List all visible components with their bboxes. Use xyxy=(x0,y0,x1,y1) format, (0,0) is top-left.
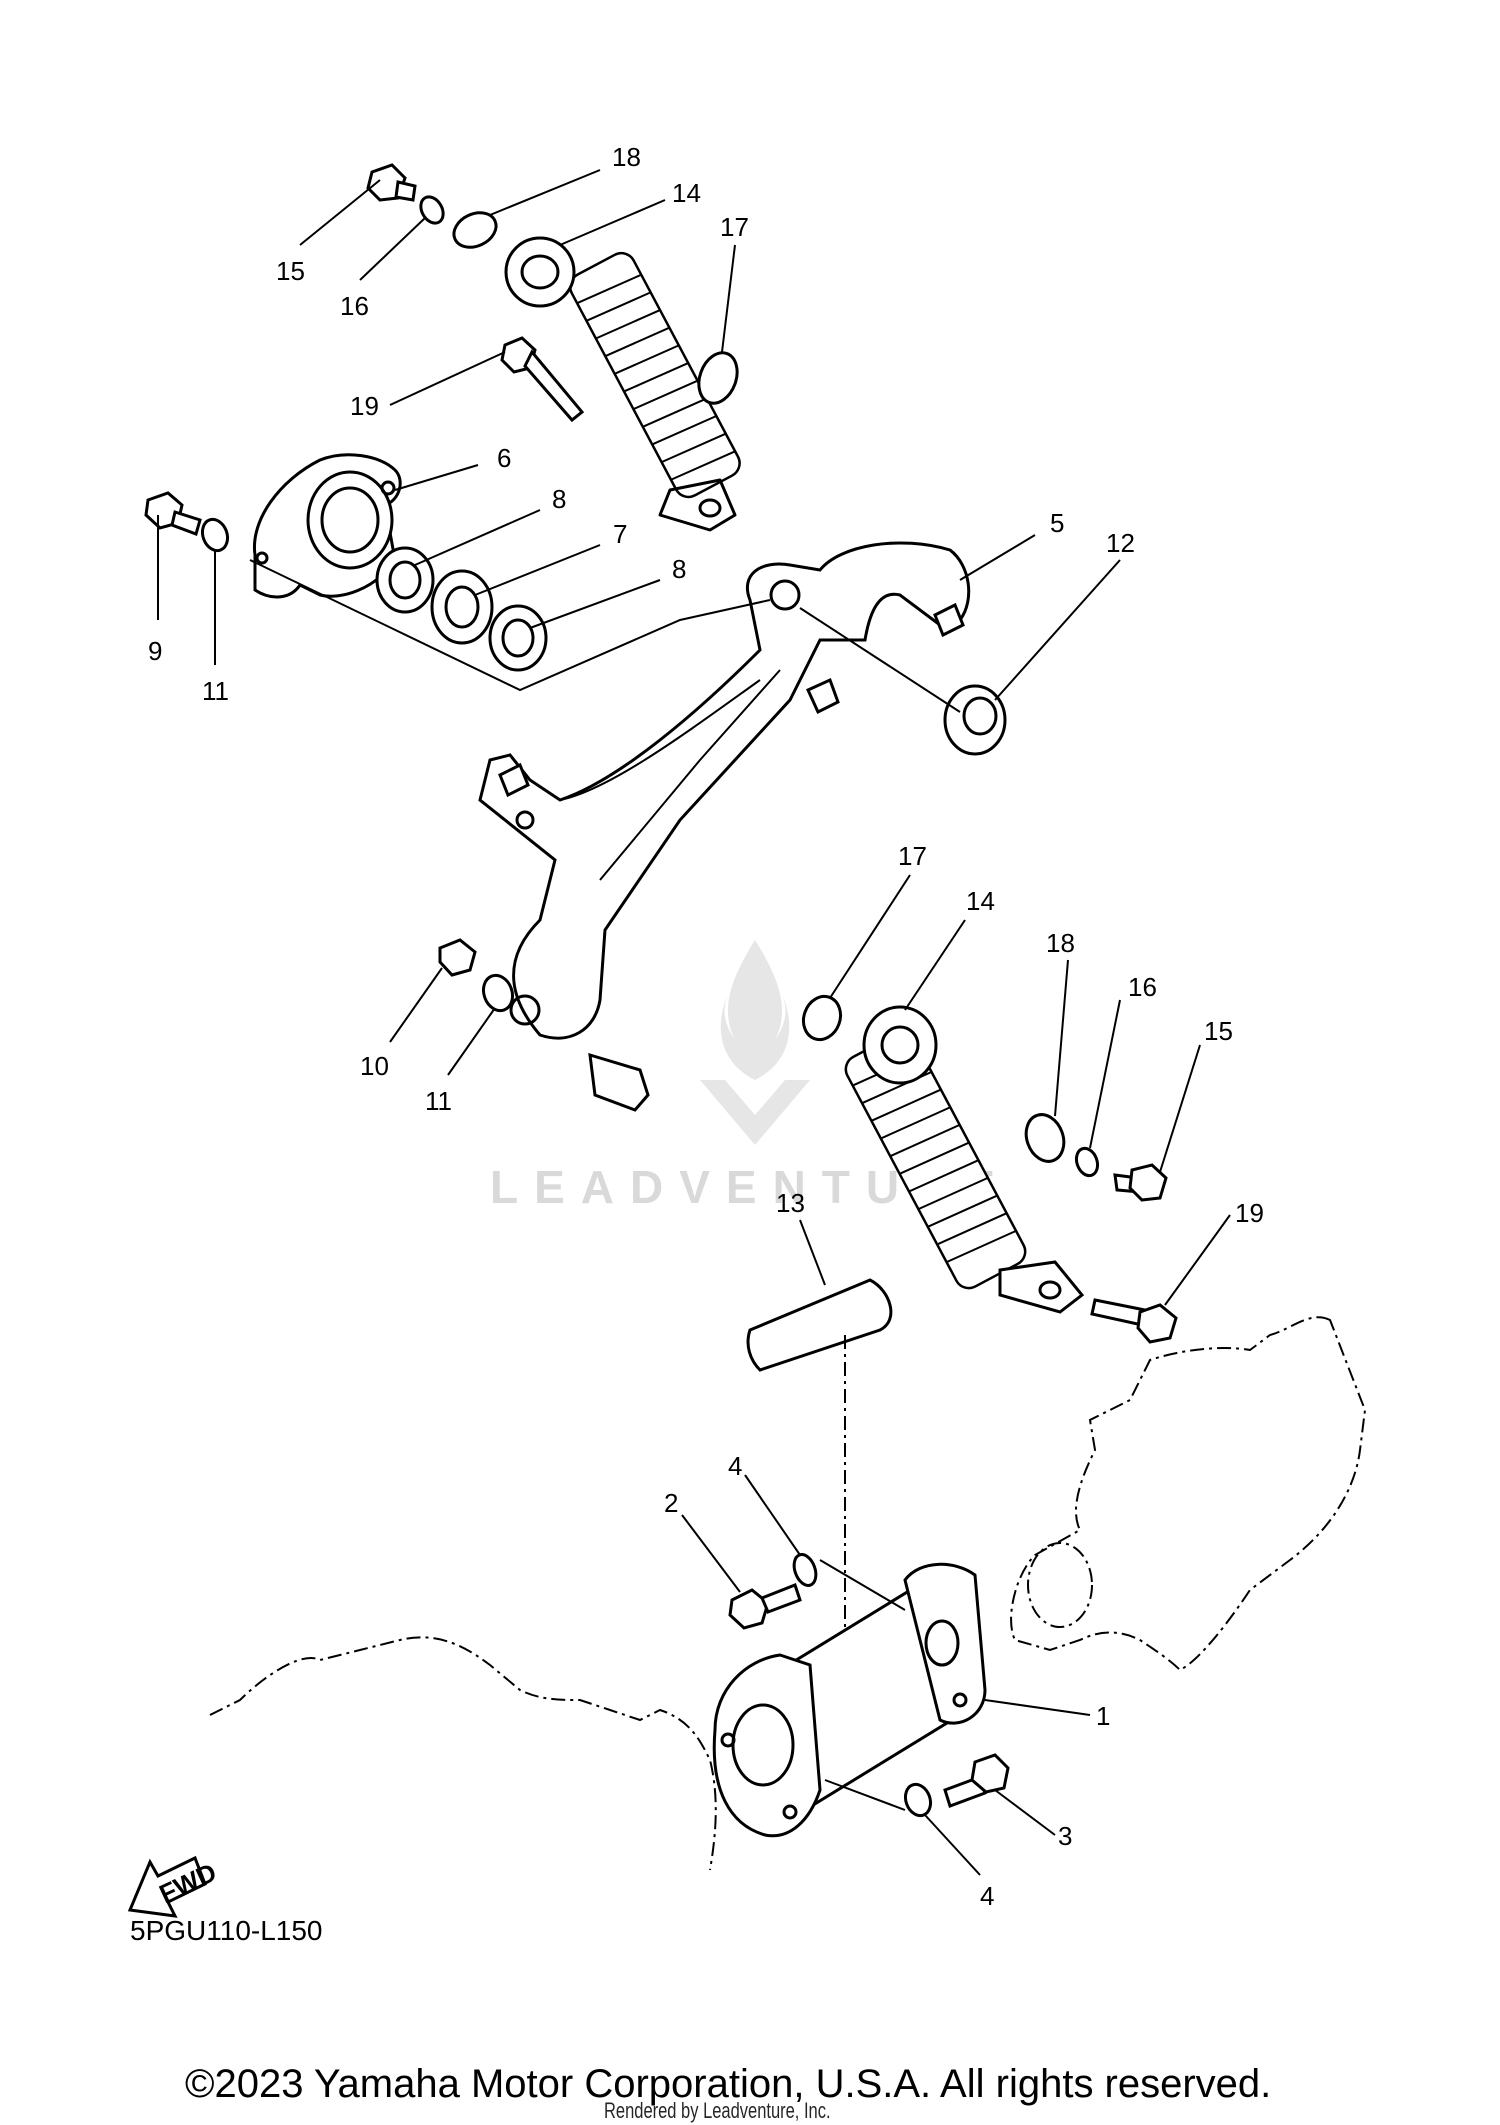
washer-4a xyxy=(792,1553,818,1587)
arm xyxy=(478,541,971,1112)
diagram-code: 5PGU110-L150 xyxy=(130,1915,323,1946)
nut-10 xyxy=(438,938,477,977)
bolt-2 xyxy=(728,1583,802,1630)
upper-lock-washer-16 xyxy=(419,195,445,225)
rendered-by-notice: Rendered by Leadventure, Inc. xyxy=(604,2098,831,2123)
lower-washer-17 xyxy=(801,994,843,1042)
bracket-tube xyxy=(712,1562,987,1838)
callout-numbers: 18 14 17 15 16 19 6 8 7 8 5 12 9 11 17 1… xyxy=(148,142,1264,1911)
callout-19: 19 xyxy=(1235,1198,1264,1228)
callout-5: 5 xyxy=(1050,508,1064,538)
upper-bolt-15 xyxy=(366,163,417,202)
washer-4b xyxy=(903,1782,933,1818)
bearing-8a xyxy=(375,546,435,614)
bolt-3 xyxy=(943,1753,1010,1808)
callout-16: 16 xyxy=(340,291,369,321)
copyright-notice: ©2023 Yamaha Motor Corporation, U.S.A. A… xyxy=(185,2062,1272,2106)
bushing-12 xyxy=(943,684,1007,756)
engine-case-outline xyxy=(1010,1316,1367,1672)
callout-15: 15 xyxy=(276,256,305,286)
bracket-plate xyxy=(252,453,402,599)
callout-8: 8 xyxy=(672,554,686,584)
watermark-logo xyxy=(690,930,820,1150)
callout-7: 7 xyxy=(613,519,627,549)
lower-shock-absorber xyxy=(844,1005,1085,1314)
callout-9: 9 xyxy=(148,636,162,666)
frame-outline xyxy=(209,1636,717,1871)
lower-bolt-15 xyxy=(1113,1163,1168,1202)
callout-17: 17 xyxy=(720,212,749,242)
callout-1: 1 xyxy=(1096,1701,1110,1731)
upper-shock-absorber xyxy=(504,236,741,532)
callout-8: 8 xyxy=(552,484,566,514)
callout-11: 11 xyxy=(425,1086,452,1116)
lower-lock-washer-16 xyxy=(1074,1146,1100,1178)
callout-4: 4 xyxy=(728,1451,742,1481)
upper-bolt-19 xyxy=(500,336,585,423)
callout-19: 19 xyxy=(350,391,379,421)
washer-11a xyxy=(200,517,230,553)
callout-18: 18 xyxy=(1046,928,1075,958)
spacer-7 xyxy=(430,569,494,645)
callout-6: 6 xyxy=(497,443,511,473)
fwd-arrow-icon xyxy=(127,1855,207,1918)
callout-11: 11 xyxy=(202,676,229,706)
callout-14: 14 xyxy=(672,178,701,208)
callout-2: 2 xyxy=(664,1488,678,1518)
leader-lines xyxy=(157,169,1231,1876)
callout-4: 4 xyxy=(980,1881,994,1911)
upper-washer-17 xyxy=(697,351,739,405)
callout-12: 12 xyxy=(1106,528,1135,558)
bolt-9 xyxy=(144,491,202,536)
collar-13 xyxy=(746,1278,893,1372)
callout-13: 13 xyxy=(776,1188,805,1218)
callout-16: 16 xyxy=(1128,972,1157,1002)
callout-10: 10 xyxy=(360,1051,389,1081)
washer-11b xyxy=(481,973,515,1013)
lower-washer-18 xyxy=(1024,1113,1066,1163)
callout-18: 18 xyxy=(612,142,641,172)
bearing-8b xyxy=(488,604,548,672)
upper-washer-18 xyxy=(452,211,498,249)
lower-bolt-19 xyxy=(1090,1298,1178,1344)
callout-17: 17 xyxy=(898,841,927,871)
callout-14: 14 xyxy=(966,886,995,916)
callout-15: 15 xyxy=(1204,1016,1233,1046)
callout-3: 3 xyxy=(1058,1821,1072,1851)
